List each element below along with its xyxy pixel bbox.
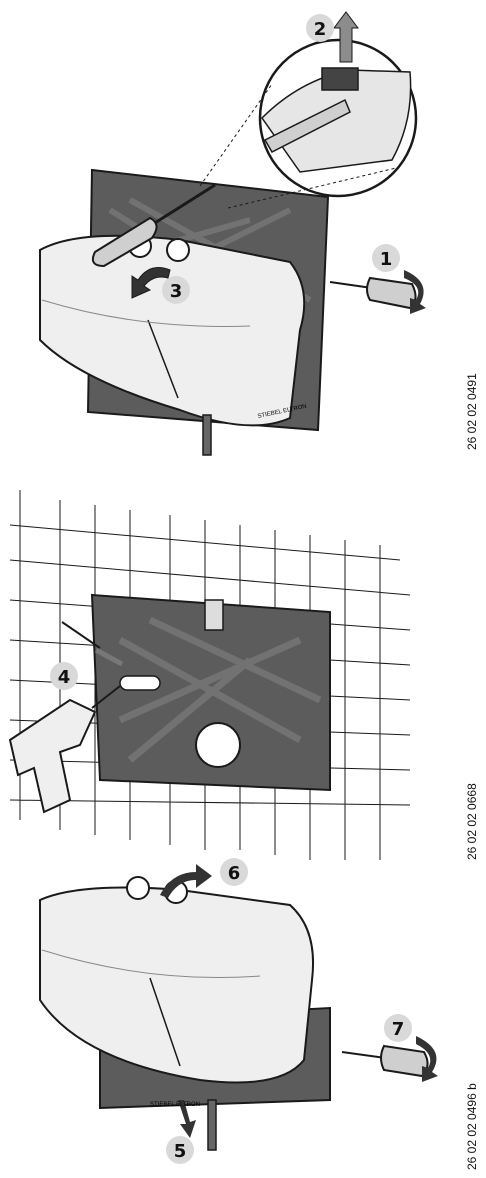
brand-label-3: STIEBEL ELTRON [150, 1102, 200, 1108]
lift-arrow-icon [333, 11, 359, 63]
step-badge-3: 3 [162, 276, 190, 304]
step-badge-6: 6 [220, 858, 248, 886]
step-badge-4: 4 [50, 662, 78, 690]
figure-code-3: 26 02 02 0496 b [465, 1083, 479, 1170]
pry-screwdriver-shaft [149, 183, 216, 228]
side-screwdriver-shaft-3 [341, 1051, 387, 1059]
pry-screwdriver-handle [91, 216, 158, 268]
center-opening [195, 722, 241, 768]
cable-pipe-3 [207, 1099, 217, 1151]
step-number-3: 3 [170, 281, 183, 302]
figure-code-1: 26 02 02 0491 [465, 373, 479, 450]
step-number-7: 7 [392, 1019, 405, 1040]
step-number-2: 2 [314, 19, 327, 40]
plate-lattice-2 [118, 616, 322, 763]
step-badge-1: 1 [372, 244, 400, 272]
cover-crease-3 [149, 977, 181, 1067]
cover-edge-3 [41, 949, 261, 979]
appliance-cover-3 [39, 886, 315, 1084]
unscrew-arrow-icon [404, 270, 426, 314]
step-badge-2: 2 [306, 14, 334, 42]
water-connector-left-3 [126, 876, 150, 900]
figure-removal: STIEBEL ELTRON [39, 11, 426, 456]
push-arrow-icon [160, 864, 212, 898]
appliance-cover [39, 234, 306, 427]
step-number-1: 1 [380, 249, 393, 270]
side-screwdriver-shaft [329, 281, 373, 289]
drill-icon [8, 698, 97, 814]
cable-pipe [202, 414, 212, 456]
step-number-6: 6 [228, 863, 241, 884]
fixing-slot [119, 675, 161, 691]
detail-plate [261, 69, 412, 173]
screw-arrow-icon [416, 1036, 438, 1082]
figure-code-2: 26 02 02 0668 [465, 783, 479, 860]
water-connector-right [166, 238, 190, 262]
step-number-5: 5 [174, 1141, 187, 1162]
side-screwdriver-handle-3 [380, 1044, 429, 1078]
cover-edge [41, 299, 251, 327]
latch-top [204, 599, 224, 631]
figure-reassembly: STIEBEL ELTRON [39, 864, 438, 1151]
down-arrow-icon [178, 1100, 196, 1138]
detail-latch [321, 67, 359, 91]
step-badge-5: 5 [166, 1136, 194, 1164]
side-screwdriver-handle [366, 276, 417, 310]
wall-screw [61, 621, 101, 649]
detail-screwdriver [263, 98, 351, 153]
step-badge-7: 7 [384, 1014, 412, 1042]
cover-crease [147, 319, 179, 399]
step-number-4: 4 [58, 667, 71, 688]
wall-dowel [94, 647, 124, 667]
magnifier-leader [199, 83, 397, 209]
figure-wall-mounting [8, 490, 411, 860]
tilt-arrow-icon [131, 267, 171, 299]
drill-bit [91, 685, 121, 709]
